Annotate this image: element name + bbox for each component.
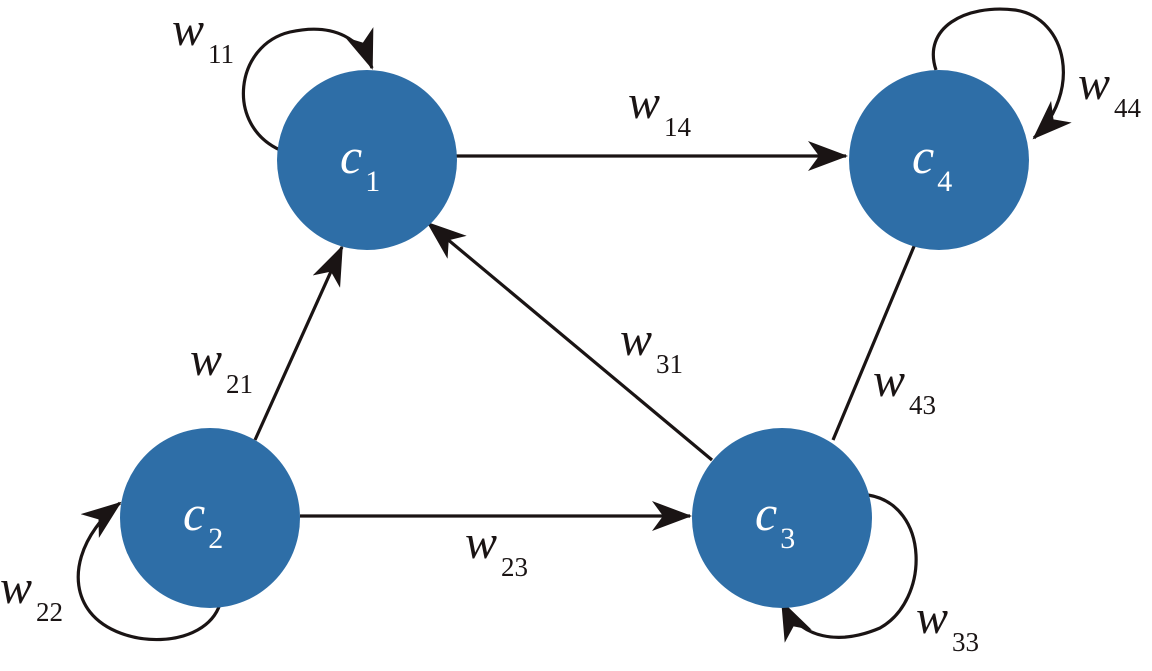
edge-w21: [253, 245, 344, 441]
edge-w43: [831, 243, 917, 441]
edge-w11: [241, 27, 374, 152]
edges: [76, 7, 1072, 643]
edge-w33: [780, 493, 918, 643]
edge-w22: [76, 501, 222, 642]
edge-w44: [931, 7, 1072, 140]
edge-w31: [426, 221, 714, 462]
